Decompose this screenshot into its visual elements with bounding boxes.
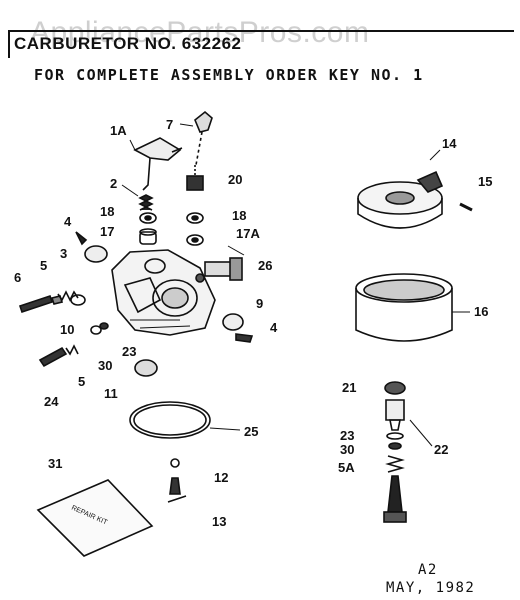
callout-11: 11 (104, 386, 118, 401)
part-4-screw-right[interactable] (235, 333, 254, 343)
callout-4-right: 4 (270, 320, 278, 335)
part-15-pin[interactable] (459, 202, 473, 212)
callout-30-left: 30 (98, 358, 113, 373)
callout-23-right: 23 (340, 428, 355, 443)
callout-1A: 1A (110, 123, 127, 138)
part-13-clip[interactable] (167, 495, 187, 503)
callout-4-left: 4 (64, 214, 72, 229)
callout-6: 6 (14, 270, 22, 285)
callout-25: 25 (244, 424, 259, 439)
part-2-spring[interactable] (121, 184, 154, 211)
part-26-fitting[interactable] (204, 257, 243, 281)
part-30-washer[interactable] (90, 325, 102, 335)
callout-10: 10 (60, 322, 75, 337)
callout-12: 12 (214, 470, 229, 485)
part-25-gasket[interactable] (129, 401, 211, 439)
part-1A-choke-lever[interactable] (129, 137, 183, 191)
part-12-seat[interactable] (169, 458, 181, 495)
part-17-bushing-left[interactable] (139, 228, 157, 245)
part-21-nut[interactable] (384, 381, 406, 395)
callout-7: 7 (166, 117, 174, 132)
part-5-spring[interactable] (57, 290, 79, 302)
callout-16: 16 (474, 304, 489, 319)
assembly-note: FOR COMPLETE ASSEMBLY ORDER KEY NO. 1 (34, 66, 424, 84)
part-31-repair-kit[interactable] (36, 479, 154, 557)
callout-5A: 5A (338, 460, 355, 475)
callout-24: 24 (44, 394, 59, 409)
part-10-gasket[interactable] (70, 294, 86, 306)
callout-17: 17 (100, 224, 115, 239)
figure-code: A2 (418, 562, 438, 578)
callout-5-lower: 5 (78, 374, 86, 389)
callout-23-left: 23 (122, 344, 137, 359)
callout-18-right: 18 (232, 208, 247, 223)
carburetor-body[interactable] (111, 249, 216, 336)
callout-31: 31 (48, 456, 63, 471)
part-14-float[interactable] (357, 170, 444, 229)
callout-9: 9 (256, 296, 264, 311)
part-18-washer-left[interactable] (139, 212, 157, 224)
part-9-plate[interactable] (222, 313, 244, 331)
part-11-disc[interactable] (134, 359, 158, 377)
revision-date: MAY, 1982 (386, 580, 476, 596)
callout-2: 2 (110, 176, 118, 191)
part-22-fitting[interactable] (385, 399, 405, 431)
callout-21: 21 (342, 380, 357, 395)
callout-20: 20 (228, 172, 243, 187)
callout-14: 14 (442, 136, 457, 151)
callout-3: 3 (60, 246, 68, 261)
part-17A-washer-right[interactable] (186, 234, 204, 246)
part-5A-spring[interactable] (385, 455, 405, 473)
callout-5-upper: 5 (40, 258, 48, 273)
callout-26: 26 (258, 258, 273, 273)
main-jet-needle[interactable] (383, 475, 407, 523)
callout-15: 15 (478, 174, 493, 189)
part-24-needle[interactable] (38, 344, 79, 368)
callout-13: 13 (212, 514, 227, 529)
callout-18-left: 18 (100, 204, 115, 219)
part-4-screw-left[interactable] (75, 231, 88, 246)
part-16-bowl[interactable] (355, 273, 453, 342)
part-30-washer-right[interactable] (388, 442, 402, 450)
part-23-oring-right[interactable] (386, 432, 404, 440)
callout-22: 22 (434, 442, 449, 457)
header-frame (8, 30, 514, 58)
watermark: AppliancePartsPros.com (30, 16, 370, 49)
part-3-plate[interactable] (84, 245, 108, 263)
callout-17A: 17A (236, 226, 260, 241)
callout-30-right: 30 (340, 442, 355, 457)
diagram-title: CARBURETOR NO. 632262 (14, 34, 242, 53)
part-23-oring[interactable] (99, 322, 109, 330)
part-20-fitting[interactable] (186, 165, 204, 191)
part-6-needle[interactable] (18, 294, 64, 314)
part-18-washer-right[interactable] (186, 212, 204, 224)
part-7-link[interactable] (179, 110, 213, 166)
